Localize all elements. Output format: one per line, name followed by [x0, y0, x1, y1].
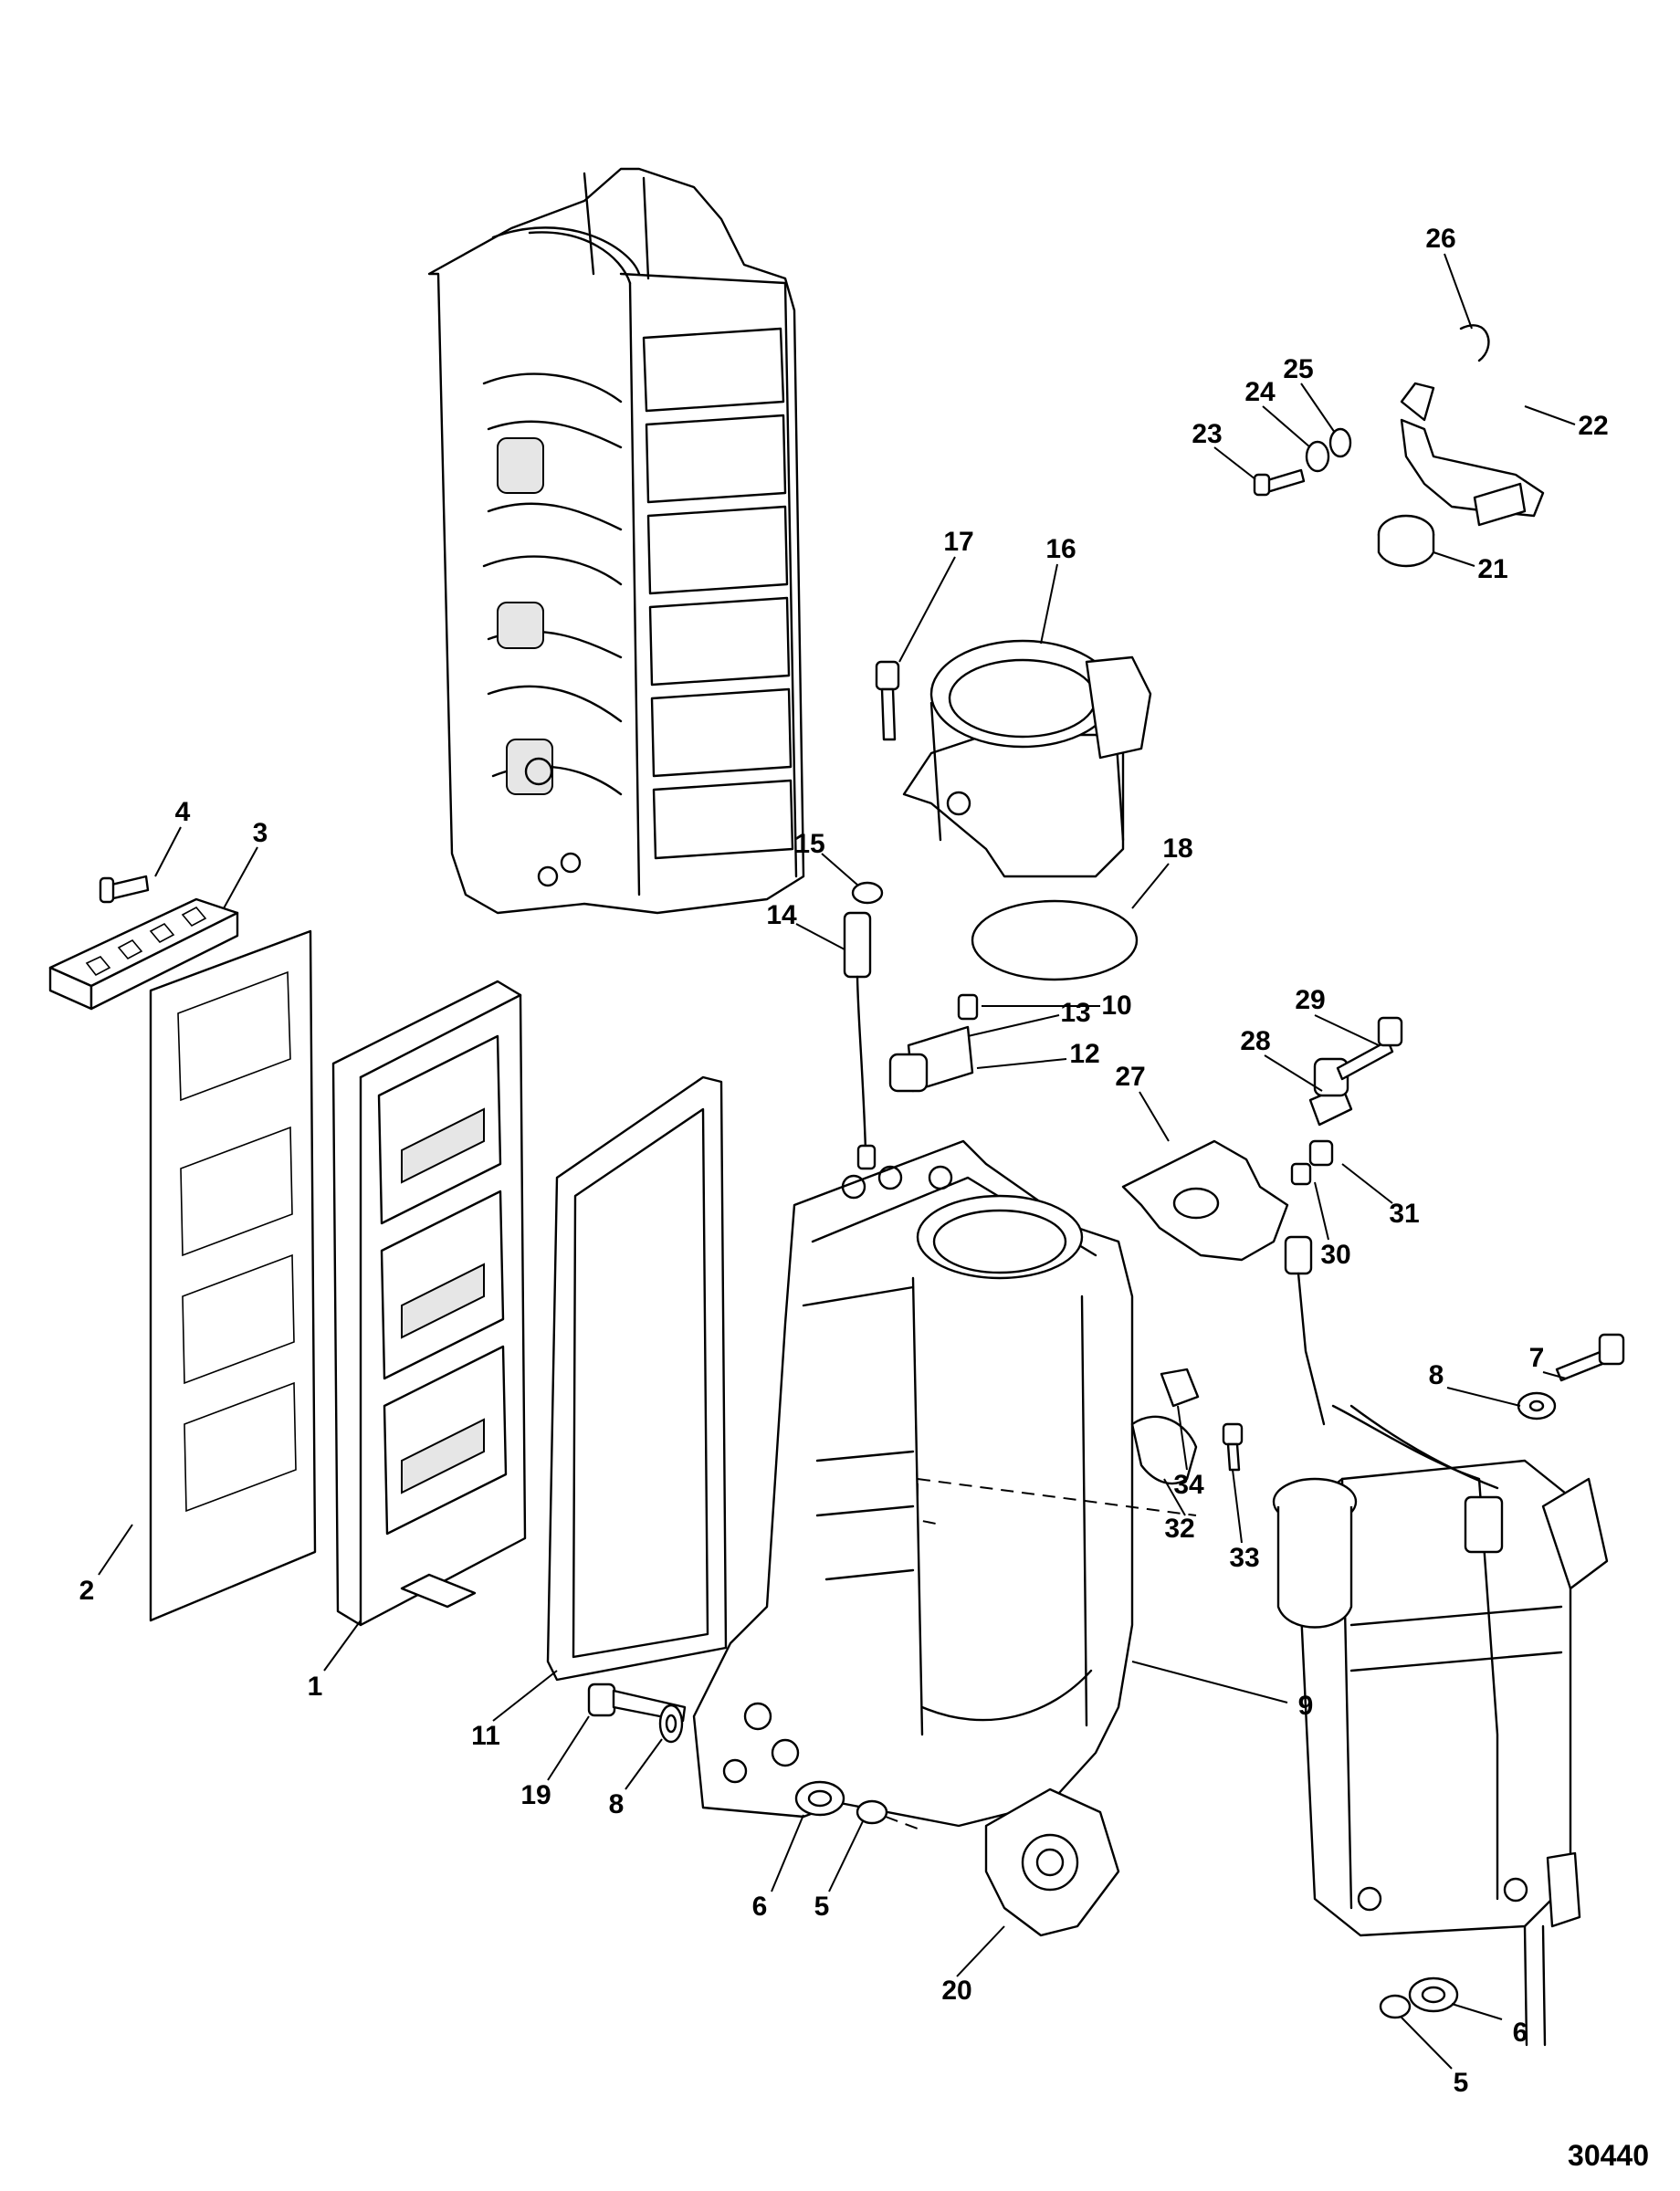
callout-1: 1 — [307, 1672, 323, 1702]
hose-fitting — [1160, 1368, 1200, 1408]
grommet — [794, 1780, 845, 1817]
callout-19: 19 — [520, 1780, 551, 1810]
callout-26: 26 — [1425, 224, 1456, 254]
reed-block-gasket — [149, 929, 317, 1622]
callout-3: 3 — [252, 818, 268, 848]
callout-16: 16 — [1045, 534, 1076, 564]
module-bolt — [1555, 1333, 1625, 1382]
callout-14: 14 — [766, 900, 797, 930]
fuel-supply-module — [1272, 1235, 1609, 2047]
callout-28: 28 — [1240, 1026, 1271, 1056]
figure-number: 30440 — [1568, 2139, 1649, 2172]
callout-24: 24 — [1244, 377, 1276, 407]
reed-housing — [331, 980, 527, 1627]
lock-washer — [1328, 427, 1352, 458]
temperature-sensor — [843, 881, 884, 1170]
callout-23: 23 — [1192, 419, 1223, 449]
throttle-lever — [1400, 382, 1545, 527]
callout-6: 6 — [1512, 2018, 1528, 2048]
position-sensor — [984, 1787, 1120, 1937]
o-ring — [971, 899, 1139, 981]
callout-7: 7 — [1528, 1343, 1545, 1373]
callout-9: 9 — [1297, 1691, 1314, 1721]
callout-4: 4 — [174, 797, 191, 827]
callout-2: 2 — [79, 1576, 95, 1606]
callout-30: 30 — [1320, 1240, 1351, 1270]
leader-lines — [98, 253, 1576, 2070]
crankcase-block — [427, 167, 805, 915]
module-washer — [1517, 1391, 1557, 1420]
lever-bushing — [1377, 514, 1435, 568]
throttle-body — [902, 639, 1152, 878]
callout-8: 8 — [1428, 1360, 1444, 1390]
callout-21: 21 — [1477, 554, 1508, 584]
fitting-bolt — [1336, 1016, 1403, 1081]
callout-15: 15 — [794, 829, 825, 859]
callout-8: 8 — [608, 1789, 625, 1819]
callout-5: 5 — [814, 1892, 830, 1922]
e-clip — [1459, 324, 1490, 362]
callout-22: 22 — [1578, 411, 1609, 441]
bushing-right — [1379, 1994, 1412, 2019]
screw — [99, 875, 150, 904]
lever-screw — [1253, 468, 1306, 497]
fitting — [1308, 1057, 1353, 1127]
callout-6: 6 — [751, 1892, 768, 1922]
throttle-bolt — [875, 660, 900, 741]
callout-17: 17 — [943, 527, 974, 557]
callout-31: 31 — [1389, 1199, 1420, 1229]
callout-33: 33 — [1229, 1543, 1260, 1573]
grommet-right — [1408, 1976, 1459, 2013]
callout-13: 13 — [1060, 998, 1091, 1028]
reed-block — [48, 897, 239, 1011]
map-sensor — [888, 993, 979, 1093]
callout-12: 12 — [1069, 1039, 1100, 1069]
clamp-screw — [1222, 1422, 1244, 1472]
clamp — [1130, 1415, 1198, 1485]
air-plenum — [692, 1139, 1197, 1828]
plenum-gasket — [546, 1075, 728, 1682]
callout-20: 20 — [941, 1976, 972, 2006]
callout-32: 32 — [1164, 1514, 1195, 1544]
callout-10: 10 — [1101, 991, 1132, 1021]
callout-27: 27 — [1115, 1062, 1146, 1092]
check-valve — [1290, 1139, 1334, 1186]
callout-29: 29 — [1295, 985, 1326, 1015]
washer — [658, 1704, 684, 1744]
callout-18: 18 — [1162, 833, 1193, 864]
bushing — [856, 1799, 923, 1831]
callout-11: 11 — [471, 1721, 500, 1751]
bracket — [1121, 1139, 1289, 1262]
callout-25: 25 — [1283, 354, 1314, 384]
callout-5: 5 — [1453, 2068, 1469, 2098]
callout-34: 34 — [1173, 1470, 1204, 1500]
lever-washer — [1305, 440, 1330, 473]
